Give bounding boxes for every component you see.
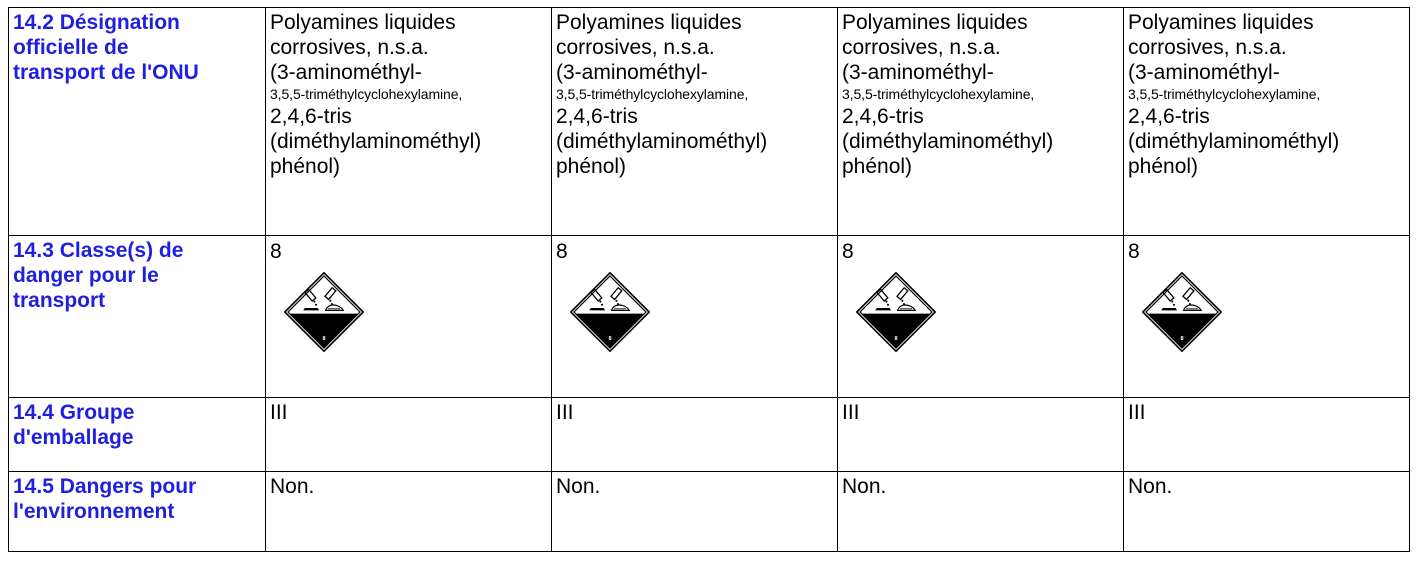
label-line: l'environnement [13,500,175,523]
hazard-class-value: 8 [842,240,854,263]
designation-line: (diméthylaminométhyl) [842,130,1054,153]
packing-group-cell: III [837,397,1124,472]
corrosive-class-8-placard-icon [856,272,936,352]
hazard-class-cell: 8 [1123,235,1410,398]
designation-line: (3-aminométhyl- [556,61,708,84]
hazard-class-value: 8 [270,240,282,263]
hazard-class-cell: 8 [265,235,552,398]
designation-line: (diméthylaminométhyl) [270,130,482,153]
label-line: d'emballage [13,426,134,449]
designation-line: corrosives, n.s.a. [270,36,429,59]
designation-line: Polyamines liquides [556,11,742,34]
hazard-class-cell: 8 [837,235,1124,398]
designation-line: 3,5,5-triméthylcyclohexylamine, [270,86,463,102]
environment-cell: Non. [837,471,1124,552]
corrosive-class-8-placard-icon [284,272,364,352]
label-line: danger pour le [13,264,159,287]
designation-line: Polyamines liquides [270,11,456,34]
designation-line: (3-aminométhyl- [1128,61,1280,84]
label-line: transport [13,289,106,312]
label-line: transport de l'ONU [13,61,199,84]
corrosive-class-8-placard-icon [570,272,650,352]
designation-line: 3,5,5-triméthylcyclohexylamine, [842,86,1035,102]
hazard-class-value: 8 [556,240,568,263]
designation-line: (3-aminométhyl- [270,61,422,84]
designation-line: corrosives, n.s.a. [842,36,1001,59]
designation-cell: Polyamines liquides corrosives, n.s.a. (… [551,7,838,236]
designation-line: 3,5,5-triméthylcyclohexylamine, [556,86,749,102]
label-hazard-class: 14.3 Classe(s) de danger pour le transpo… [8,235,266,398]
packing-group-cell: III [265,397,552,472]
transport-info-table: 14.2 Désignation officielle de transport… [8,7,1410,552]
label-line: officielle de [13,36,129,59]
label-line: 14.4 Groupe [13,401,135,424]
designation-line: (3-aminométhyl- [842,61,994,84]
designation-line: 2,4,6-tris [1128,105,1210,128]
row-packing-group: 14.4 Groupe d'emballage III III III III [8,397,1410,472]
designation-line: phénol) [270,155,341,178]
row-designation: 14.2 Désignation officielle de transport… [8,7,1410,236]
environment-cell: Non. [551,471,838,552]
designation-line: phénol) [842,155,913,178]
label-line: 14.5 Dangers pour [13,475,197,498]
designation-line: 2,4,6-tris [842,105,924,128]
designation-cell: Polyamines liquides corrosives, n.s.a. (… [1123,7,1410,236]
designation-line: 2,4,6-tris [270,105,352,128]
label-designation: 14.2 Désignation officielle de transport… [8,7,266,236]
environment-cell: Non. [1123,471,1410,552]
label-line: 14.3 Classe(s) de [13,239,184,262]
packing-group-cell: III [551,397,838,472]
designation-cell: Polyamines liquides corrosives, n.s.a. (… [265,7,552,236]
label-line: 14.2 Désignation [13,11,180,34]
packing-group-cell: III [1123,397,1410,472]
label-environment: 14.5 Dangers pour l'environnement [8,471,266,552]
designation-line: 3,5,5-triméthylcyclohexylamine, [1128,86,1321,102]
designation-line: phénol) [556,155,627,178]
designation-line: (diméthylaminométhyl) [1128,130,1340,153]
row-environment: 14.5 Dangers pour l'environnement Non. N… [8,471,1410,552]
environment-cell: Non. [265,471,552,552]
designation-line: Polyamines liquides [1128,11,1314,34]
designation-line: Polyamines liquides [842,11,1028,34]
hazard-class-value: 8 [1128,240,1140,263]
corrosive-class-8-placard-icon [1142,272,1222,352]
label-packing-group: 14.4 Groupe d'emballage [8,397,266,472]
hazard-class-cell: 8 [551,235,838,398]
designation-line: (diméthylaminométhyl) [556,130,768,153]
designation-cell: Polyamines liquides corrosives, n.s.a. (… [837,7,1124,236]
designation-line: 2,4,6-tris [556,105,638,128]
designation-line: corrosives, n.s.a. [1128,36,1287,59]
designation-line: phénol) [1128,155,1199,178]
row-hazard-class: 14.3 Classe(s) de danger pour le transpo… [8,235,1410,398]
designation-line: corrosives, n.s.a. [556,36,715,59]
